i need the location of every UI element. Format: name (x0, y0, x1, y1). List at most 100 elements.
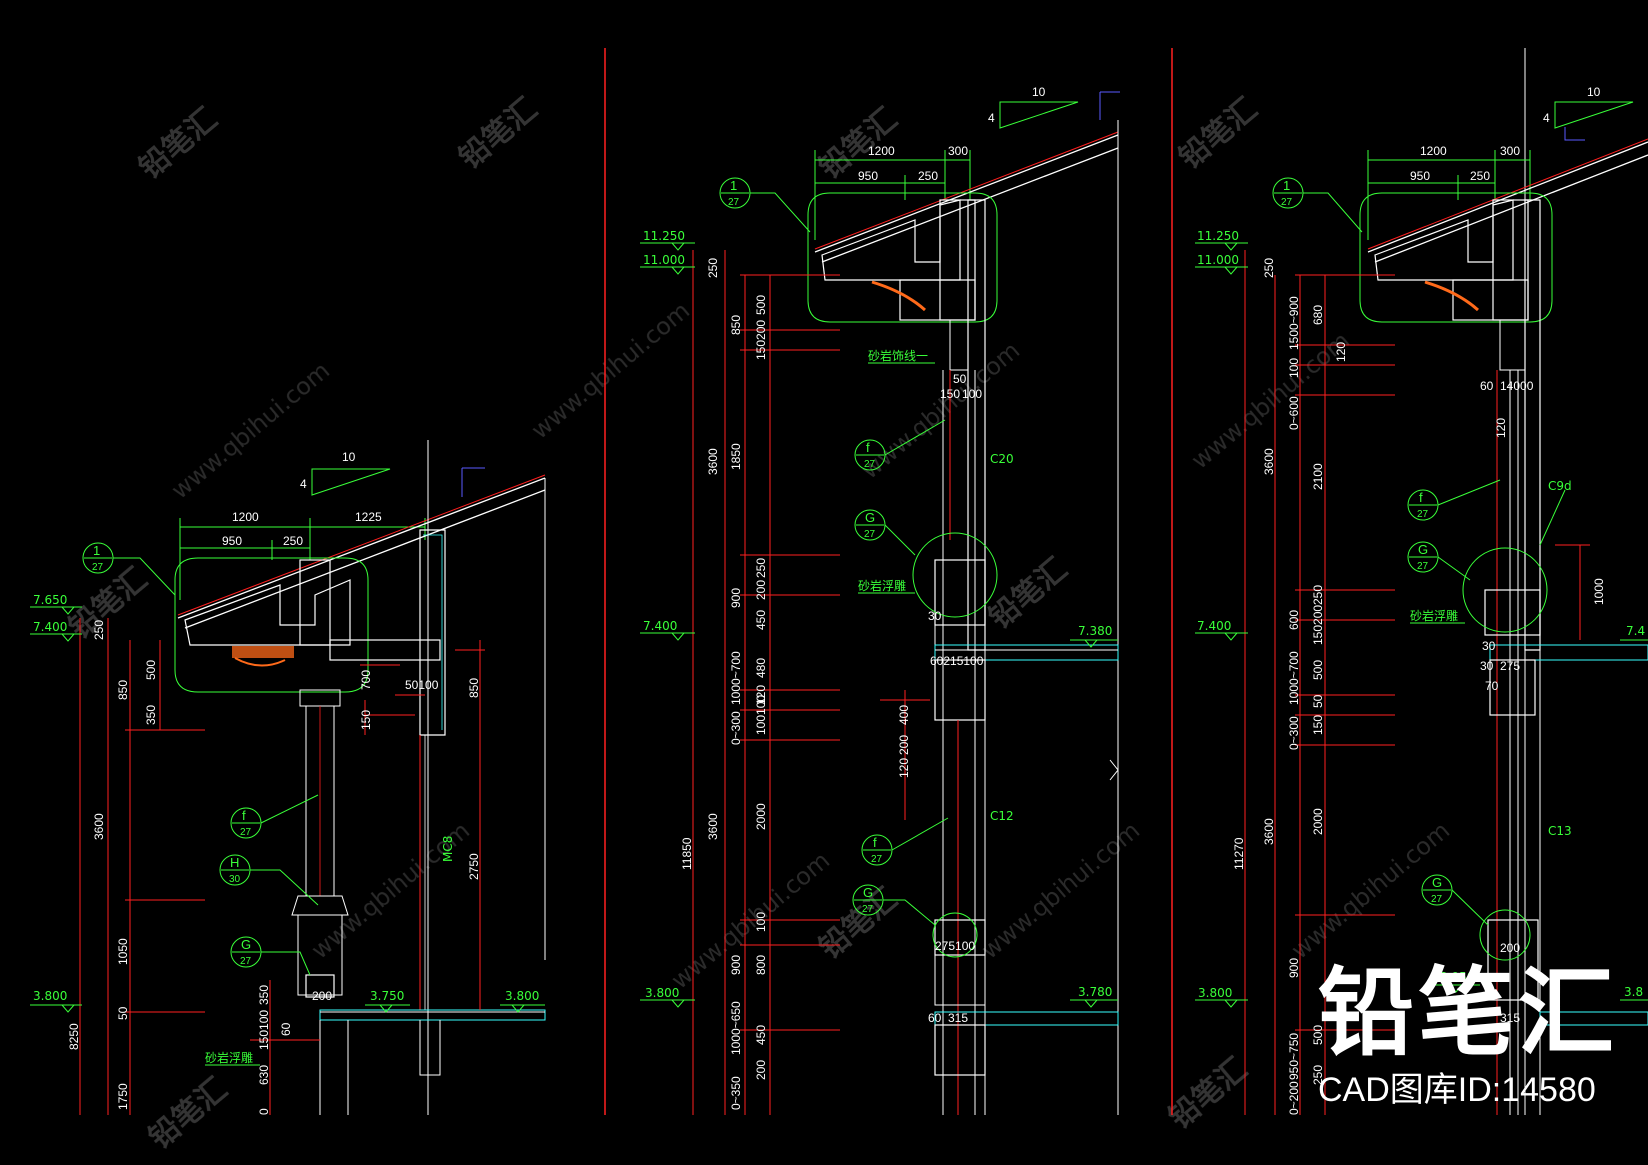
dim-text: 2750 (467, 853, 481, 880)
svg-text:f: f (873, 835, 877, 850)
dim-text: 950 (222, 534, 242, 548)
svg-text:H: H (230, 855, 239, 870)
svg-text:1: 1 (730, 178, 737, 193)
cad-library-id: CAD图库ID:14580 (1318, 1071, 1596, 1109)
svg-text:27: 27 (862, 904, 874, 915)
dim-text: 0 (257, 1108, 271, 1115)
svg-text:27: 27 (1281, 197, 1293, 208)
dim-text: 1050 (116, 938, 130, 965)
elevation-marker: 7.400 (1195, 619, 1248, 641)
detail-callout: 127 (1272, 177, 1363, 233)
svg-text:27: 27 (1417, 509, 1429, 520)
elevation-marker: 3.780 (1070, 985, 1118, 1008)
dim-text: 900 (1287, 958, 1301, 978)
watermark-url: www.qbihui.com (526, 296, 695, 444)
elevation-marker: 7.650 (30, 593, 82, 615)
detail-callout: G27 (1407, 541, 1471, 581)
dim-text: 10 (1032, 85, 1046, 99)
dim-text: 70 (1485, 679, 1499, 693)
dim-text: 250 (1311, 1065, 1325, 1085)
watermark-text: 铅笔汇 (143, 1071, 234, 1156)
svg-text:27: 27 (1417, 561, 1429, 572)
elevation-marker: 3.800 (500, 989, 545, 1013)
svg-text:f: f (242, 808, 246, 823)
dim-text: 680 (1311, 305, 1325, 325)
dim-text: 3600 (1262, 448, 1276, 475)
dim-text: 1000~700 (1287, 651, 1301, 705)
dim-text: 500 (144, 660, 158, 680)
dim-text: 850 (729, 315, 743, 335)
dim-text: 200 (312, 989, 332, 1003)
section-2: 10 4 1200 300 950 250 (640, 85, 1120, 1115)
dim-text: 1200 (868, 144, 895, 158)
dim-text: 60 (928, 1011, 942, 1025)
dim-text: 150200 (754, 320, 768, 360)
dim-text: 1000~700 (729, 651, 743, 705)
dim-text: 2000 (1311, 808, 1325, 835)
elevation-marker: 7.380 (1070, 624, 1118, 648)
dim-text: 1500~900 (1287, 296, 1301, 350)
dim-text: 14000 (1500, 379, 1534, 393)
dim-text: 4 (1543, 111, 1550, 125)
dim-text: 1000 (1592, 578, 1606, 605)
dim-text: 500 (1311, 660, 1325, 680)
dim-text: 150200 (1311, 605, 1325, 645)
dim-text: 150 (359, 710, 373, 730)
dim-text: 0~300 (729, 711, 743, 745)
elevation-marker: 7.400 (640, 619, 695, 641)
dim-text: 250 (283, 534, 303, 548)
svg-text:27: 27 (864, 459, 876, 470)
watermark-text: 铅笔汇 (1163, 1051, 1254, 1136)
svg-text:11.250: 11.250 (643, 229, 685, 243)
dim-text: 2000 (754, 803, 768, 830)
dim-text: 0~300 (1287, 716, 1301, 750)
svg-text:30: 30 (229, 874, 241, 885)
dim-text: 120 (1334, 342, 1348, 362)
dim-text: 950 (858, 169, 878, 183)
dim-text: 630 (257, 1065, 271, 1085)
dim-text: 1750 (116, 1083, 130, 1110)
window-label: C20 (990, 452, 1014, 466)
elevation-marker: 3.950 (1435, 970, 1480, 993)
dim-text: 0~600 (1287, 396, 1301, 430)
dim-text: 4 (988, 111, 995, 125)
dim-text: 700 (359, 670, 373, 690)
dim-text: 4 (300, 477, 307, 491)
dim-text: 900 (729, 955, 743, 975)
watermark-url: www.qbihui.com (976, 816, 1145, 964)
dim-text: 1000~650 (729, 1001, 743, 1055)
material-label: 砂岩浮雕 (205, 1050, 253, 1065)
svg-text:3.780: 3.780 (1078, 985, 1112, 999)
elevation-marker: 3.8 (1620, 985, 1648, 1001)
dim-text: 200 (754, 580, 768, 600)
dim-text: 2100 (1311, 463, 1325, 490)
dim-text: 150 (940, 387, 960, 401)
dim-text: 300 (948, 144, 968, 158)
detail-callout: f27 (230, 794, 319, 839)
svg-text:3.800: 3.800 (33, 989, 67, 1003)
svg-text:G: G (863, 885, 873, 900)
dim-text: 0~350 (729, 1076, 743, 1110)
svg-text:1: 1 (93, 543, 100, 558)
watermark-text: 铅笔汇 (133, 101, 224, 186)
slope-triangle (311, 468, 391, 496)
dim-text: 350 (144, 705, 158, 725)
material-label: 砂岩浮雕 (858, 578, 906, 593)
svg-text:3.800: 3.800 (505, 989, 539, 1003)
dim-text: 8250 (67, 1023, 81, 1050)
dim-text: 50100 (405, 678, 439, 692)
elevation-marker: 11.000 (1195, 253, 1248, 275)
elevation-marker: 3.800 (1195, 986, 1248, 1008)
dim-text: 10 (1587, 85, 1601, 99)
slope-triangle (1554, 101, 1634, 129)
dim-text: 950 (1410, 169, 1430, 183)
svg-text:27: 27 (864, 529, 876, 540)
brand-watermark-logo: 铅笔汇 (1318, 957, 1618, 1069)
elevation-marker: 3.750 (365, 989, 410, 1013)
window-label: C13 (1548, 824, 1572, 838)
dim-text: 600 (1287, 610, 1301, 630)
svg-text:11.000: 11.000 (1197, 253, 1239, 267)
dim-text: 200 (754, 1060, 768, 1080)
dim-text: 200 (1500, 941, 1520, 955)
dim-text: 60 (279, 1022, 293, 1036)
